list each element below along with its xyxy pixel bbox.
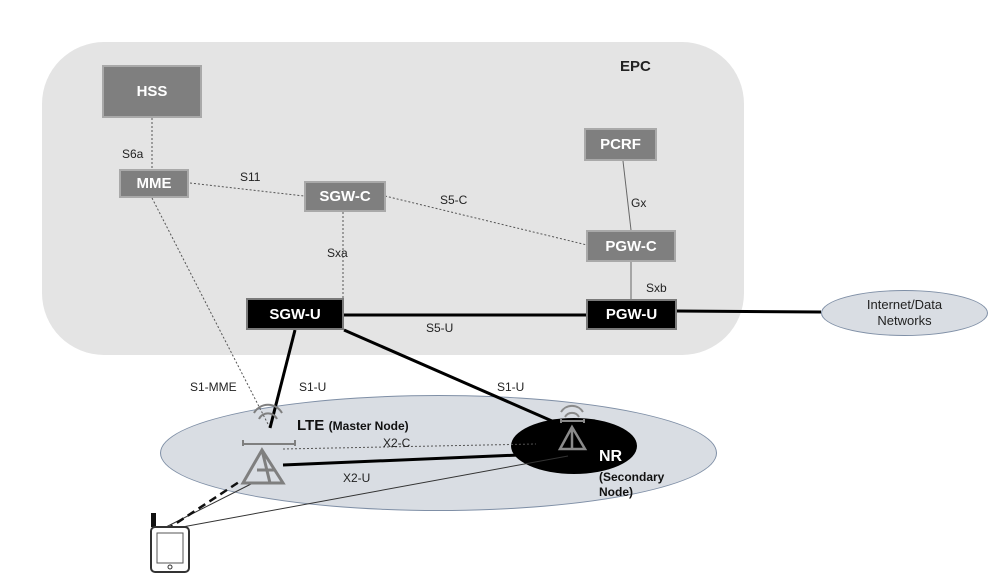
s1u-nr-label: S1-U: [497, 380, 525, 394]
epc-title: EPC: [620, 58, 651, 75]
sgw-c-node: SGW-C: [304, 181, 386, 212]
gx-link: [622, 160, 632, 231]
lte-tower-icon: [240, 403, 296, 485]
s5c-label: S5-C: [440, 193, 468, 207]
internet-data-networks: Internet/Data Networks: [821, 290, 988, 336]
x2u-link: [282, 453, 520, 467]
pcrf-node: PCRF: [584, 128, 657, 161]
s1u-lte-label: S1-U: [299, 380, 327, 394]
nr-name: NR: [599, 448, 623, 465]
x2u-label: X2-U: [343, 471, 371, 485]
ue-nr-link: [165, 455, 569, 531]
nr-role-line1: (Secondary: [599, 470, 665, 484]
lte-name: LTE: [297, 417, 325, 434]
s1u-nr-link: [343, 328, 569, 430]
nr-tower-icon: [557, 405, 588, 451]
internet-label-line2: Networks: [877, 313, 932, 328]
sxb-label: Sxb: [646, 281, 667, 295]
sxa-label: Sxa: [327, 246, 348, 260]
nr-role: (Secondary Node): [599, 470, 664, 500]
pgw-c-node: PGW-C: [586, 230, 676, 262]
s5c-link: [384, 195, 588, 246]
s1-mme-link: [151, 197, 271, 429]
nr-cell-ellipse: [511, 418, 637, 474]
x2c-label: X2-C: [383, 436, 411, 450]
hss-node: HSS: [102, 65, 202, 118]
ue-phone-icon: [150, 513, 190, 573]
mme-node: MME: [119, 169, 189, 198]
s11-label: S11: [240, 170, 261, 184]
s6a-label: S6a: [122, 147, 144, 161]
s1u-lte-link: [268, 329, 297, 429]
lte-label: LTE (Master Node): [297, 417, 409, 435]
ue-lte-dashed-link: [165, 478, 243, 532]
s1-mme-label: S1-MME: [190, 380, 237, 394]
s5u-label: S5-U: [426, 321, 454, 335]
s11-link: [189, 182, 305, 197]
lte-role: (Master Node): [328, 419, 409, 433]
gx-label: Gx: [631, 196, 647, 210]
pgw-u-node: PGW-U: [586, 299, 677, 330]
sgw-u-node: SGW-U: [246, 298, 344, 330]
sgi-link: [676, 309, 822, 314]
internet-label-line1: Internet/Data: [866, 297, 943, 312]
nr-role-line2: Node): [599, 485, 633, 499]
